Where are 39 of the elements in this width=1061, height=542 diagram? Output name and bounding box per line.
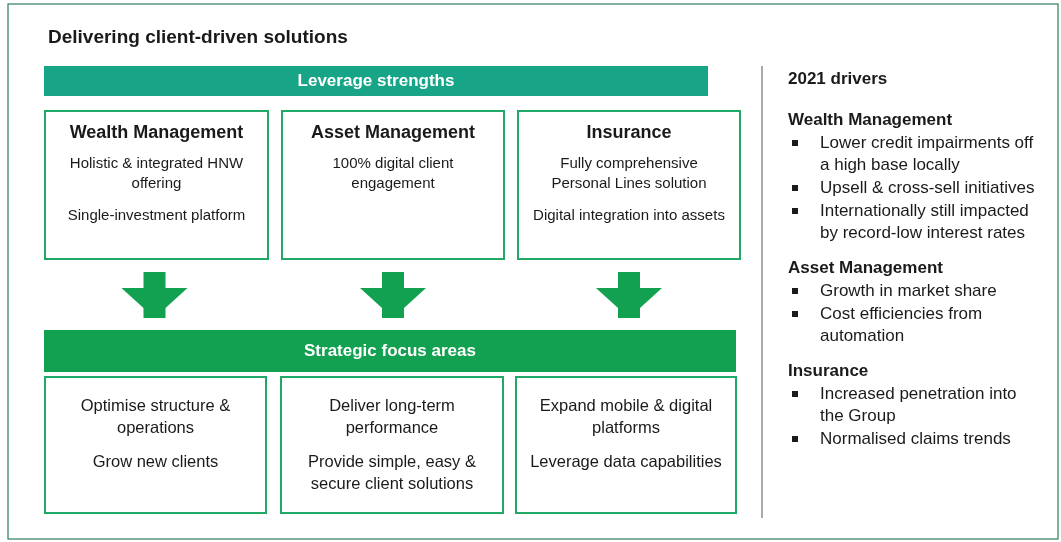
band-title: Strategic focus areas	[304, 341, 476, 361]
down-arrow	[121, 272, 188, 318]
card-title: Insurance	[586, 122, 672, 143]
card-text: Deliver long-term performance	[328, 395, 456, 438]
bullet-item: Lower credit impairments off a high base locally	[790, 132, 1035, 176]
card-text: Provide simple, easy & secure client solutions	[307, 451, 477, 494]
card-text: Digital integration into assets	[533, 205, 725, 225]
business-card	[44, 110, 269, 260]
business-card	[281, 110, 505, 260]
card-text: Holistic & integrated HNW offering	[68, 153, 245, 193]
section-heading: Asset Management	[788, 257, 943, 279]
card-text: Leverage data capabilities	[530, 451, 722, 472]
card-text: Single-investment platform	[67, 205, 246, 225]
header-band	[44, 330, 736, 372]
header-band	[44, 66, 708, 96]
focus-card	[280, 376, 504, 514]
card-title: Wealth Management	[69, 122, 244, 143]
down-arrow	[360, 272, 426, 318]
card-text: Grow new clients	[92, 451, 219, 472]
card-text: Optimise structure & operations	[79, 395, 232, 438]
focus-card	[515, 376, 737, 514]
card-text: Expand mobile & digital platforms	[538, 395, 714, 438]
bullet-item: Upsell & cross-sell initiatives	[790, 177, 1035, 199]
section-heading: Wealth Management	[788, 109, 953, 131]
bullet-item: Internationally still impacted by record-low interest rates	[790, 200, 1035, 244]
bullet-item: Increased penetration into the Group	[790, 383, 1035, 427]
section-heading: 2021 drivers	[788, 68, 888, 90]
focus-card	[44, 376, 267, 514]
title: Delivering client-driven solutions	[48, 26, 348, 48]
band-title: Leverage strengths	[297, 71, 455, 91]
card-title: Asset Management	[310, 122, 476, 143]
bullet-item: Cost efficiencies from automation	[790, 303, 1035, 347]
section-heading: Insurance	[788, 360, 869, 382]
business-card	[517, 110, 741, 260]
bullet-item: Growth in market share	[790, 280, 1035, 302]
card-text: 100% digital client engagement	[331, 153, 455, 193]
bullet-item: Normalised claims trends	[790, 428, 1035, 450]
down-arrow	[596, 272, 662, 318]
card-text: Fully comprehensive Personal Lines solution	[550, 153, 708, 193]
